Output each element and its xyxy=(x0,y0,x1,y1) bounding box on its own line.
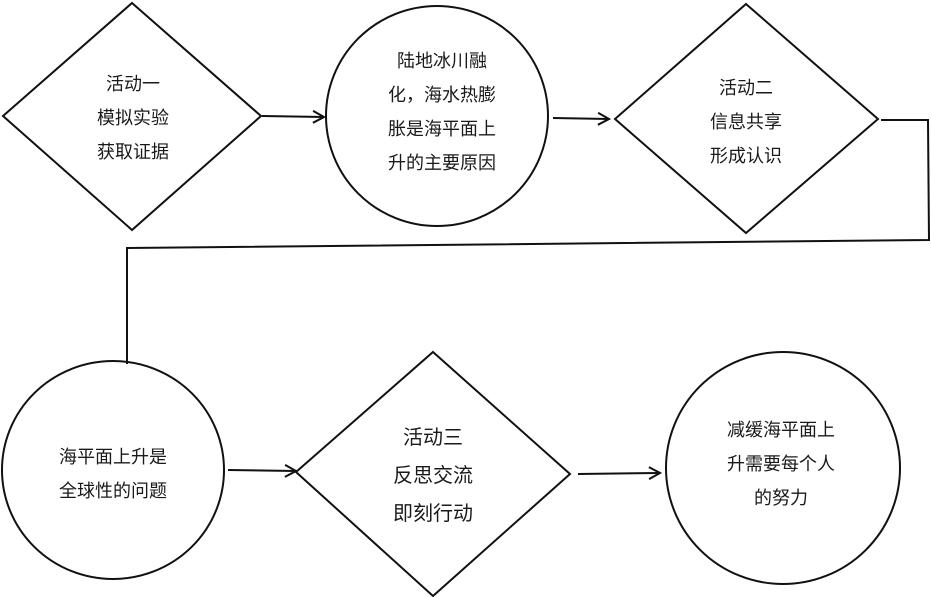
node-line: 减缓海平面上 xyxy=(727,420,835,441)
edge-activity-2-to-global-problem xyxy=(126,119,931,364)
edge-activity-1-to-main-cause xyxy=(261,116,324,117)
node-line: 陆地冰川融 xyxy=(397,51,487,72)
node-line: 反思交流 xyxy=(393,463,473,487)
edge-main-cause-to-activity-2 xyxy=(552,118,609,119)
node-line: 形成认识 xyxy=(710,146,782,167)
node-label-everyone-effort: 减缓海平面上 升需要每个人 的努力 xyxy=(727,414,835,516)
node-shape-activity-1 xyxy=(1,1,263,232)
node-shape-everyone-effort xyxy=(665,351,901,585)
node-line: 即刻行动 xyxy=(393,501,473,525)
node-line: 的努力 xyxy=(754,488,808,509)
node-line: 模拟实验 xyxy=(97,108,169,129)
node-line: 升的主要原因 xyxy=(388,153,496,174)
edge-activity-3-to-everyone-effort xyxy=(577,473,660,474)
edge-global-problem-to-activity-3 xyxy=(227,470,296,471)
node-line: 信息共享 xyxy=(710,112,782,133)
node-label-global-problem: 海平面上升是 全球性的问题 xyxy=(59,441,167,509)
node-line: 活动三 xyxy=(403,425,463,449)
node-line: 活动二 xyxy=(719,78,773,99)
node-label-activity-1: 活动一 模拟实验 获取证据 xyxy=(97,68,169,170)
node-line: 升需要每个人 xyxy=(727,454,835,475)
node-label-main-cause: 陆地冰川融 化，海水热膨 胀是海平面上 升的主要原因 xyxy=(388,45,496,181)
node-line: 活动一 xyxy=(106,74,160,95)
node-shape-global-problem xyxy=(1,360,225,580)
node-label-activity-3: 活动三 反思交流 即刻行动 xyxy=(393,418,473,532)
node-label-activity-2: 活动二 信息共享 形成认识 xyxy=(710,72,782,174)
node-shape-activity-3 xyxy=(294,350,572,597)
node-line: 胀是海平面上 xyxy=(388,119,496,140)
node-shape-activity-2 xyxy=(613,2,880,235)
node-line: 全球性的问题 xyxy=(59,481,167,502)
node-line: 化，海水热膨 xyxy=(388,85,496,106)
node-line: 海平面上升是 xyxy=(59,447,167,468)
node-line: 获取证据 xyxy=(97,142,169,163)
